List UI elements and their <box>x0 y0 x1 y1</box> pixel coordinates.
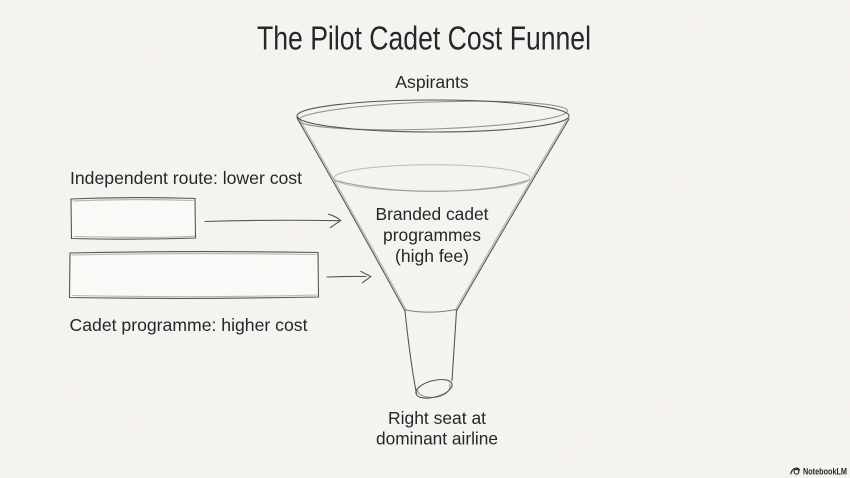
svg-text:Branded cadet: Branded cadet <box>376 204 489 224</box>
svg-text:Aspirants: Aspirants <box>395 72 469 92</box>
svg-text:dominant airline: dominant airline <box>376 429 498 449</box>
svg-text:(high fee): (high fee) <box>395 246 469 266</box>
svg-text:The Pilot Cadet Cost Funnel: The Pilot Cadet Cost Funnel <box>257 20 591 57</box>
svg-text:programmes: programmes <box>383 225 481 245</box>
svg-text:NotebookLM: NotebookLM <box>803 467 847 477</box>
svg-text:Cadet programme: higher cost: Cadet programme: higher cost <box>70 315 308 335</box>
svg-text:Right seat at: Right seat at <box>388 408 486 428</box>
svg-text:Independent route: lower cost: Independent route: lower cost <box>70 168 302 188</box>
